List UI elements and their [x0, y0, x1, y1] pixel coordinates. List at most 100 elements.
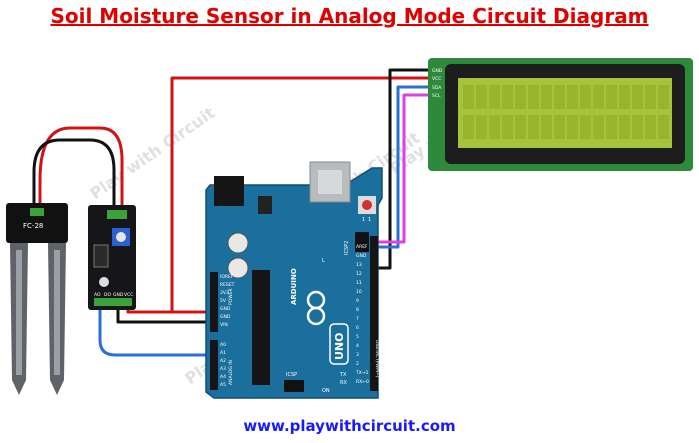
lcd-char-cell — [502, 115, 513, 139]
icsp2-label: ICSP2 — [344, 241, 350, 255]
arduino-logo-text: ARDUINO — [290, 268, 298, 305]
probe-trace-left — [16, 250, 22, 375]
usb-inner — [318, 170, 342, 194]
digital-pin-label: 2 — [356, 361, 359, 367]
voltage-regulator — [258, 196, 272, 214]
probe-trace-right — [54, 250, 60, 375]
watermark-1: Play with Circuit — [86, 103, 218, 203]
digital-pin-label: 8 — [356, 307, 359, 313]
lcd-char-cell — [515, 85, 526, 109]
wire-sda-blue — [374, 85, 430, 249]
module-chip — [93, 244, 109, 268]
lcd-char-cell — [463, 85, 474, 109]
lcd-char-cell — [645, 85, 656, 109]
capacitor-2 — [227, 257, 249, 279]
atmega-chip — [252, 270, 270, 385]
digital-pin-label: 9 — [356, 298, 359, 304]
icsp-header — [284, 380, 304, 392]
module-pin-do: DO — [104, 292, 111, 298]
lcd-char-cell — [489, 115, 500, 139]
lcd-pin-gnd: GND — [432, 68, 443, 74]
lcd-char-cell — [489, 85, 500, 109]
diagram-title: Soil Moisture Sensor in Analog Mode Circ… — [50, 4, 649, 28]
digital-pin-label: GND — [356, 253, 367, 259]
power-pin-label: 5V — [220, 298, 227, 304]
power-jack — [214, 176, 244, 206]
lcd-char-cell — [632, 115, 643, 139]
probe-label: FC-28 — [23, 222, 43, 230]
analog-header — [210, 340, 218, 390]
lcd-char-cell — [528, 115, 539, 139]
lcd-char-cell — [619, 85, 630, 109]
lcd-char-cell — [554, 115, 565, 139]
arduino-board — [205, 167, 383, 399]
module-output-header — [94, 298, 132, 306]
reset-button-cap — [362, 200, 372, 210]
analog-pin-label: A5 — [220, 382, 226, 388]
board-id-label-2: 1 — [368, 217, 371, 223]
digital-pin-label: 12 — [356, 271, 362, 277]
digital-pin-label: 7 — [356, 316, 359, 322]
lcd-char-cell — [567, 85, 578, 109]
soil-probe: FC-28 — [6, 203, 68, 395]
digital-header — [370, 236, 378, 391]
lcd-char-cell — [606, 115, 617, 139]
lcd-char-cell — [645, 115, 656, 139]
arduino-uno: ICSP2 ICSP ARDUINO UNO AREFGND1312111098… — [205, 161, 383, 399]
digital-pin-label: RX←0 — [356, 379, 369, 385]
board-id-label-1: 1 — [362, 217, 365, 223]
digital-pin-label: 11 — [356, 280, 362, 286]
wire-probe-red — [38, 126, 124, 212]
lcd-char-cell — [593, 85, 604, 109]
l-led-label: L — [322, 258, 325, 264]
module-pot-knob — [116, 232, 126, 242]
power-pin-label: 3V3 — [220, 290, 229, 296]
lcd-char-cell — [580, 85, 591, 109]
uno-badge — [329, 323, 349, 365]
digital-pin-label: 4 — [356, 343, 359, 349]
wire-scl-pink — [374, 93, 430, 244]
capacitor-1 — [227, 232, 249, 254]
arduino-logo-right — [306, 306, 326, 326]
lcd-char-cell — [463, 115, 474, 139]
lcd-char-cell — [658, 85, 669, 109]
analog-pin-label: A4 — [220, 374, 226, 380]
lcd-pin-sda: SDA — [432, 85, 442, 91]
analog-pin-label: A0 — [220, 342, 226, 348]
digital-pin-label: TX→1 — [355, 370, 369, 376]
icsp-label: ICSP — [286, 372, 297, 378]
lcd-char-cell — [528, 85, 539, 109]
website-url: www.playwithcircuit.com — [243, 417, 456, 435]
module-led — [99, 277, 109, 287]
digital-pin-label: 13 — [356, 262, 362, 268]
lcd-char-cell — [580, 115, 591, 139]
analog-pin-label: A2 — [220, 358, 226, 364]
power-pin-label: VIN — [220, 322, 228, 328]
wire-gnd-lcd-black — [374, 68, 430, 270]
analog-section-label: ANALOG IN — [228, 360, 234, 385]
lcd-char-cell — [541, 85, 552, 109]
tx-led-label: TX — [339, 372, 347, 378]
uno-text: UNO — [333, 333, 346, 361]
lcd-display: GND VCC SDA SCL — [428, 58, 693, 171]
lcd-char-cell — [567, 115, 578, 139]
wires — [32, 68, 430, 357]
lcd-char-cell — [476, 85, 487, 109]
power-header — [210, 272, 218, 332]
lcd-char-cell — [619, 115, 630, 139]
lcd-char-cell — [658, 115, 669, 139]
probe-connector — [30, 208, 44, 216]
digital-pin-label: 10 — [356, 289, 362, 295]
digital-pin-label: 3 — [356, 352, 359, 358]
lcd-char-grid — [463, 85, 669, 139]
digital-section-label: DIGITAL (PWM~) — [374, 340, 380, 378]
wire-analog-blue — [98, 301, 220, 357]
lcd-pin-vcc: VCC — [432, 76, 441, 82]
lcd-char-cell — [593, 115, 604, 139]
module-pin-vcc: VCC — [124, 292, 133, 298]
lcd-char-cell — [554, 85, 565, 109]
module-pin-gnd: GND — [113, 292, 124, 298]
probe-head — [6, 203, 68, 243]
wire-probe-black — [32, 138, 116, 212]
